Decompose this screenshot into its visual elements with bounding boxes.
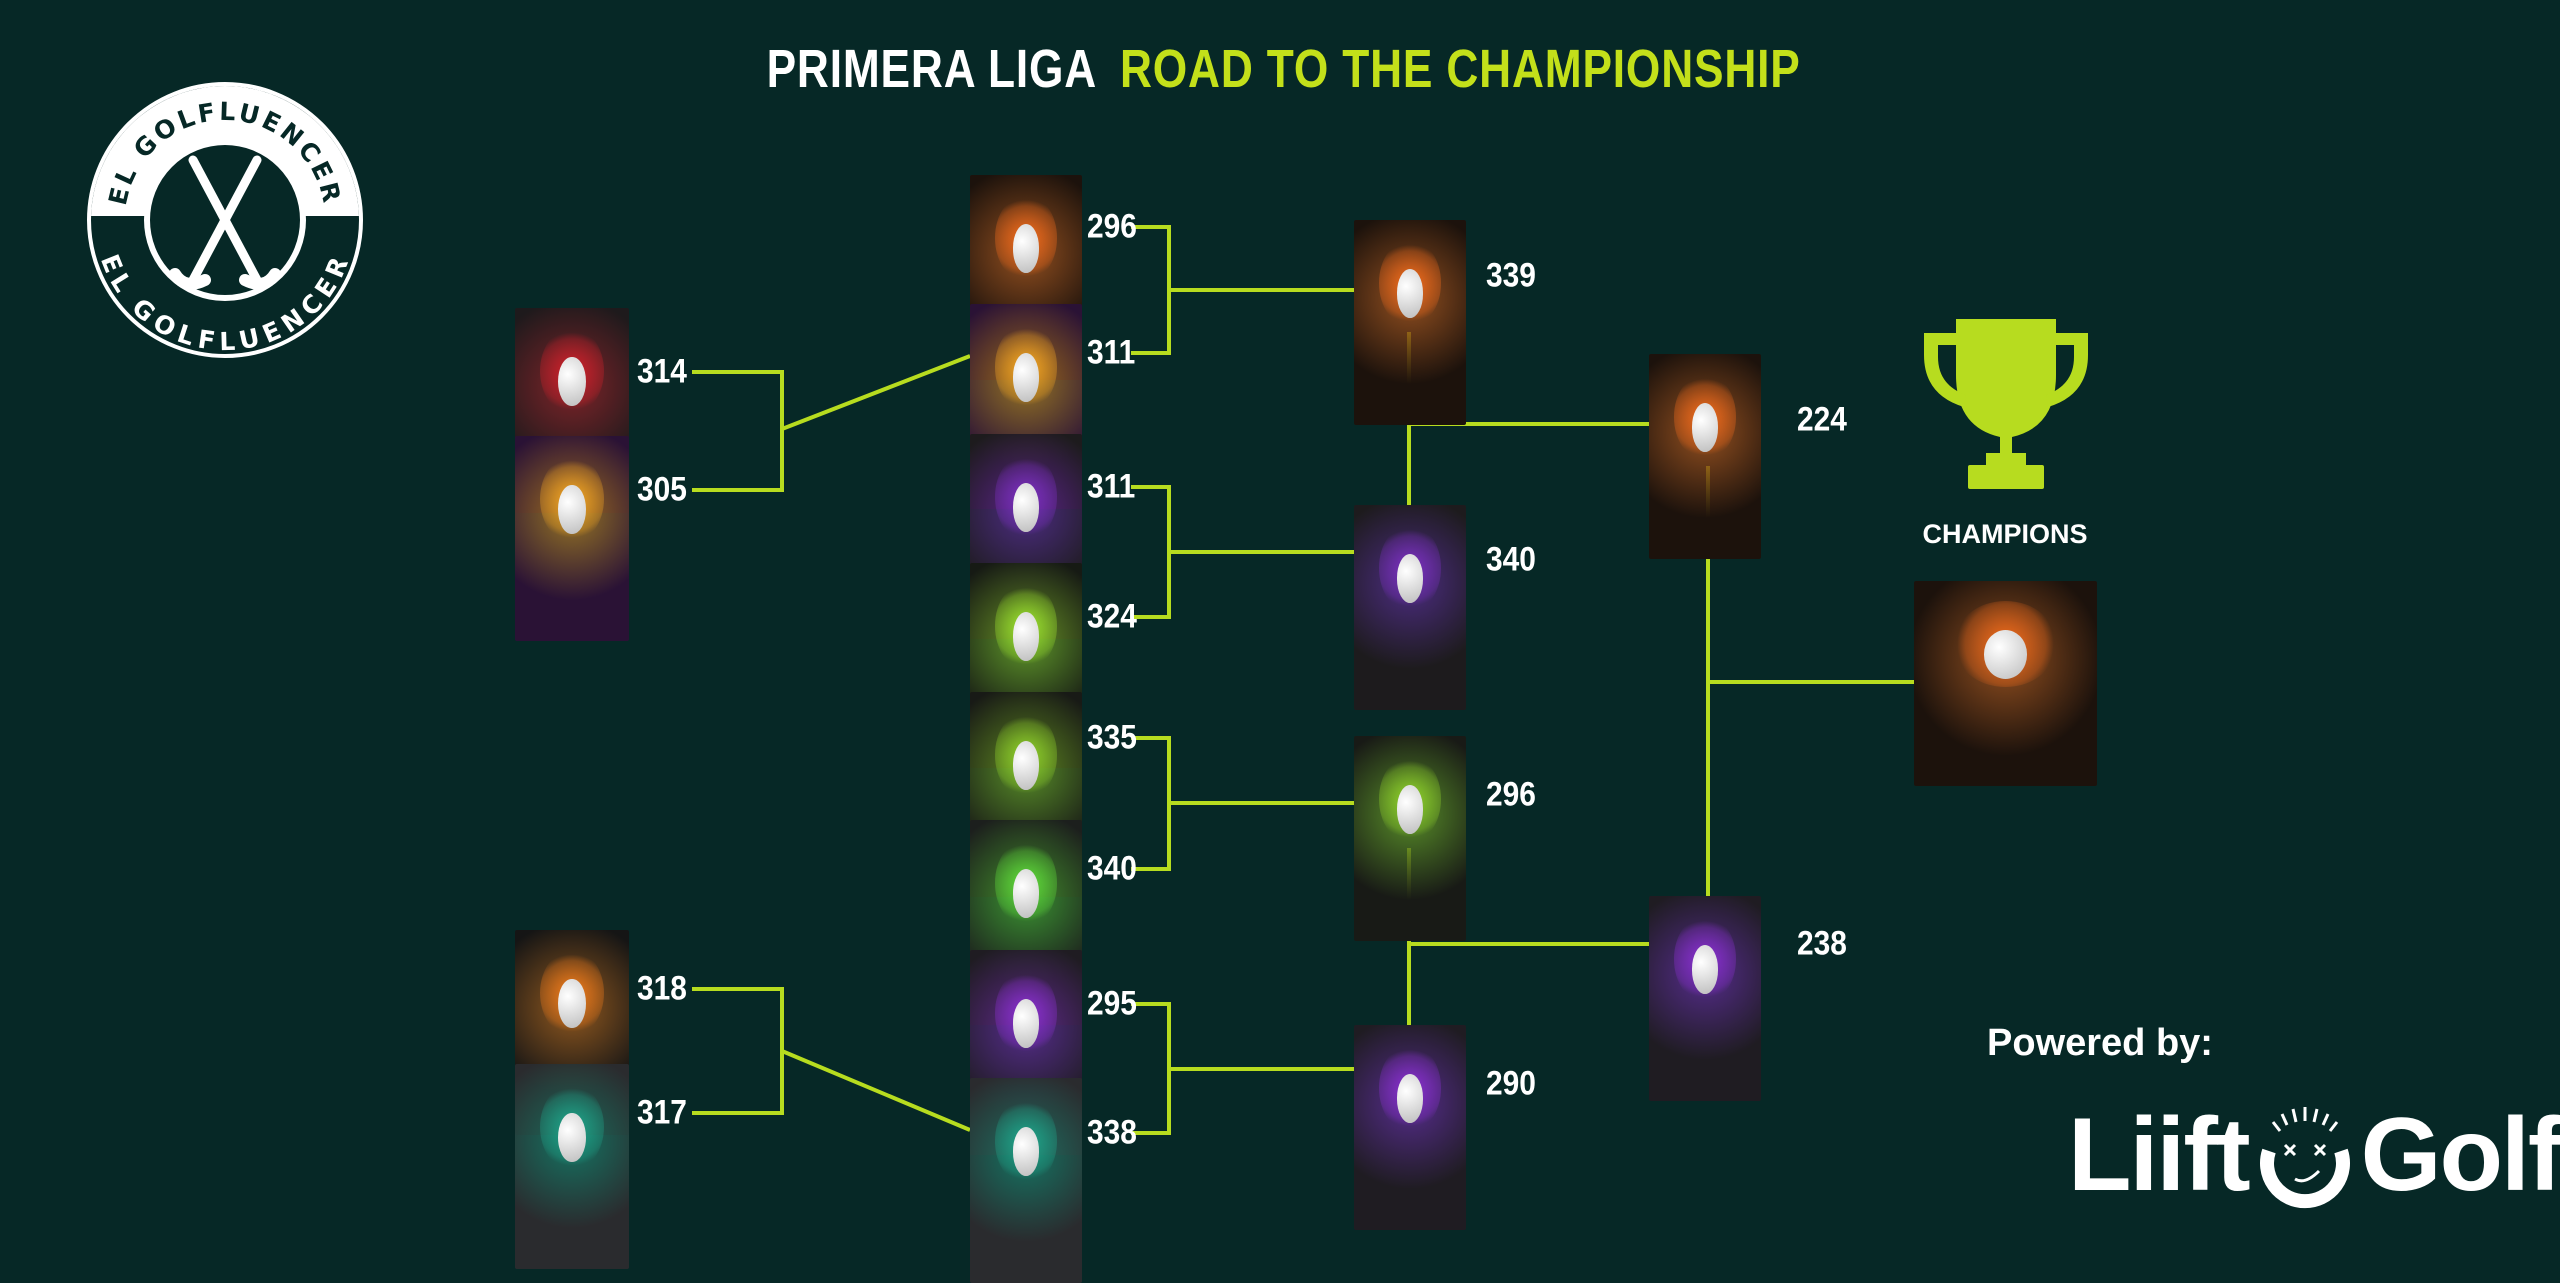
title-subtitle: ROAD TO THE CHAMPIONSHIP	[1119, 39, 1801, 99]
golf-ball-icon	[1012, 483, 1040, 533]
bracket-connector	[692, 987, 971, 1132]
team-score: 335	[1087, 718, 1137, 757]
team-score: 295	[1087, 984, 1137, 1023]
team-logo-legends: — THE LIFT —LEGENDSGOLF TEAM	[515, 1064, 629, 1269]
champion-team-logo: GRIP ITGRIP&RIPGOLF TEAM	[1914, 581, 2097, 786]
team-score: 238	[1797, 924, 1847, 963]
bracket-connector	[1131, 1002, 1354, 1135]
golf-ball-icon	[1691, 403, 1719, 453]
team-score: 296	[1486, 775, 1536, 814]
team-score: 314	[637, 352, 687, 391]
golf-ball-icon	[1396, 785, 1424, 835]
el-golfluencer-logo: EL GOLFLUENCER EL GOLFLUENCER	[87, 82, 363, 358]
trophy-icon	[1924, 319, 2088, 489]
team-score: 296	[1087, 207, 1137, 246]
golf-ball-icon	[1396, 554, 1424, 604]
team-score: 318	[637, 969, 687, 1008]
golf-ball-icon	[1012, 612, 1040, 662]
golf-ball-icon	[1012, 741, 1040, 791]
team-logo-bogey: BOGEYBUSTERS	[1354, 736, 1466, 941]
golf-ball-icon	[1012, 224, 1040, 274]
bracket-connector	[1131, 225, 1354, 355]
team-score: 324	[1087, 597, 1137, 636]
team-logo-grip: GRIP ITGRIP&RIPGOLF TEAM	[1354, 220, 1466, 425]
powered-by-label: Powered by:	[1987, 1022, 2213, 1064]
golf-ball-icon	[1012, 1127, 1040, 1177]
liift-golf-logo: Liift Golf	[2068, 1097, 2560, 1213]
team-logo-warriors: THE FAIRWAYWARRIORS	[1649, 896, 1761, 1101]
team-score: 290	[1486, 1064, 1536, 1103]
team-logo-legends: — THE LIFT —LEGENDSGOLF TEAM	[970, 1078, 1082, 1283]
page-title: PRIMERA LIGA ROAD TO THE CHAMPIONSHIP	[234, 38, 2333, 100]
golf-ball-icon	[1396, 1074, 1424, 1124]
team-score: 339	[1486, 256, 1536, 295]
golf-ball-icon	[1691, 945, 1719, 995]
sponsor-name-left: Liift	[2068, 1097, 2251, 1213]
golf-ball-icon	[558, 1113, 586, 1163]
bracket-connector	[692, 354, 971, 492]
golf-ball-icon	[558, 979, 586, 1029]
team-score: 224	[1797, 400, 1847, 439]
team-score: 305	[637, 470, 687, 509]
team-score: 311	[1087, 333, 1136, 372]
league-name: PRIMERA LIGA	[766, 39, 1098, 99]
golf-ball-icon	[1983, 630, 2028, 680]
crossed-golf-clubs-icon	[169, 155, 281, 290]
bracket-connector	[1131, 485, 1354, 619]
golf-ball-icon	[1012, 869, 1040, 919]
golf-ball-icon	[558, 357, 586, 407]
team-score: 317	[637, 1093, 687, 1132]
team-logo-birdie: BIRDIEBANDITS· GOLF TEAM ·	[515, 436, 629, 641]
golf-ball-icon	[1012, 999, 1040, 1049]
team-score: 340	[1486, 540, 1536, 579]
sponsor-name-right: Golf	[2360, 1097, 2560, 1213]
team-logo-seekers: THE PINSEEKEERS	[1354, 505, 1466, 710]
team-score: 311	[1087, 467, 1136, 506]
team-score: 340	[1087, 849, 1137, 888]
smiley-ball-icon	[2259, 1106, 2350, 1208]
team-logo-warriors: THE FAIRWAYWARRIORS	[1354, 1025, 1466, 1230]
golf-ball-icon	[1396, 269, 1424, 319]
golf-ball-icon	[558, 485, 586, 535]
team-logo-grip: GRIP ITGRIP&RIPGOLF TEAM	[1649, 354, 1761, 559]
champions-label: CHAMPIONS	[1922, 519, 2088, 549]
golf-ball-icon	[1012, 353, 1040, 403]
team-score: 338	[1087, 1113, 1137, 1152]
bracket-connector	[1131, 736, 1354, 871]
